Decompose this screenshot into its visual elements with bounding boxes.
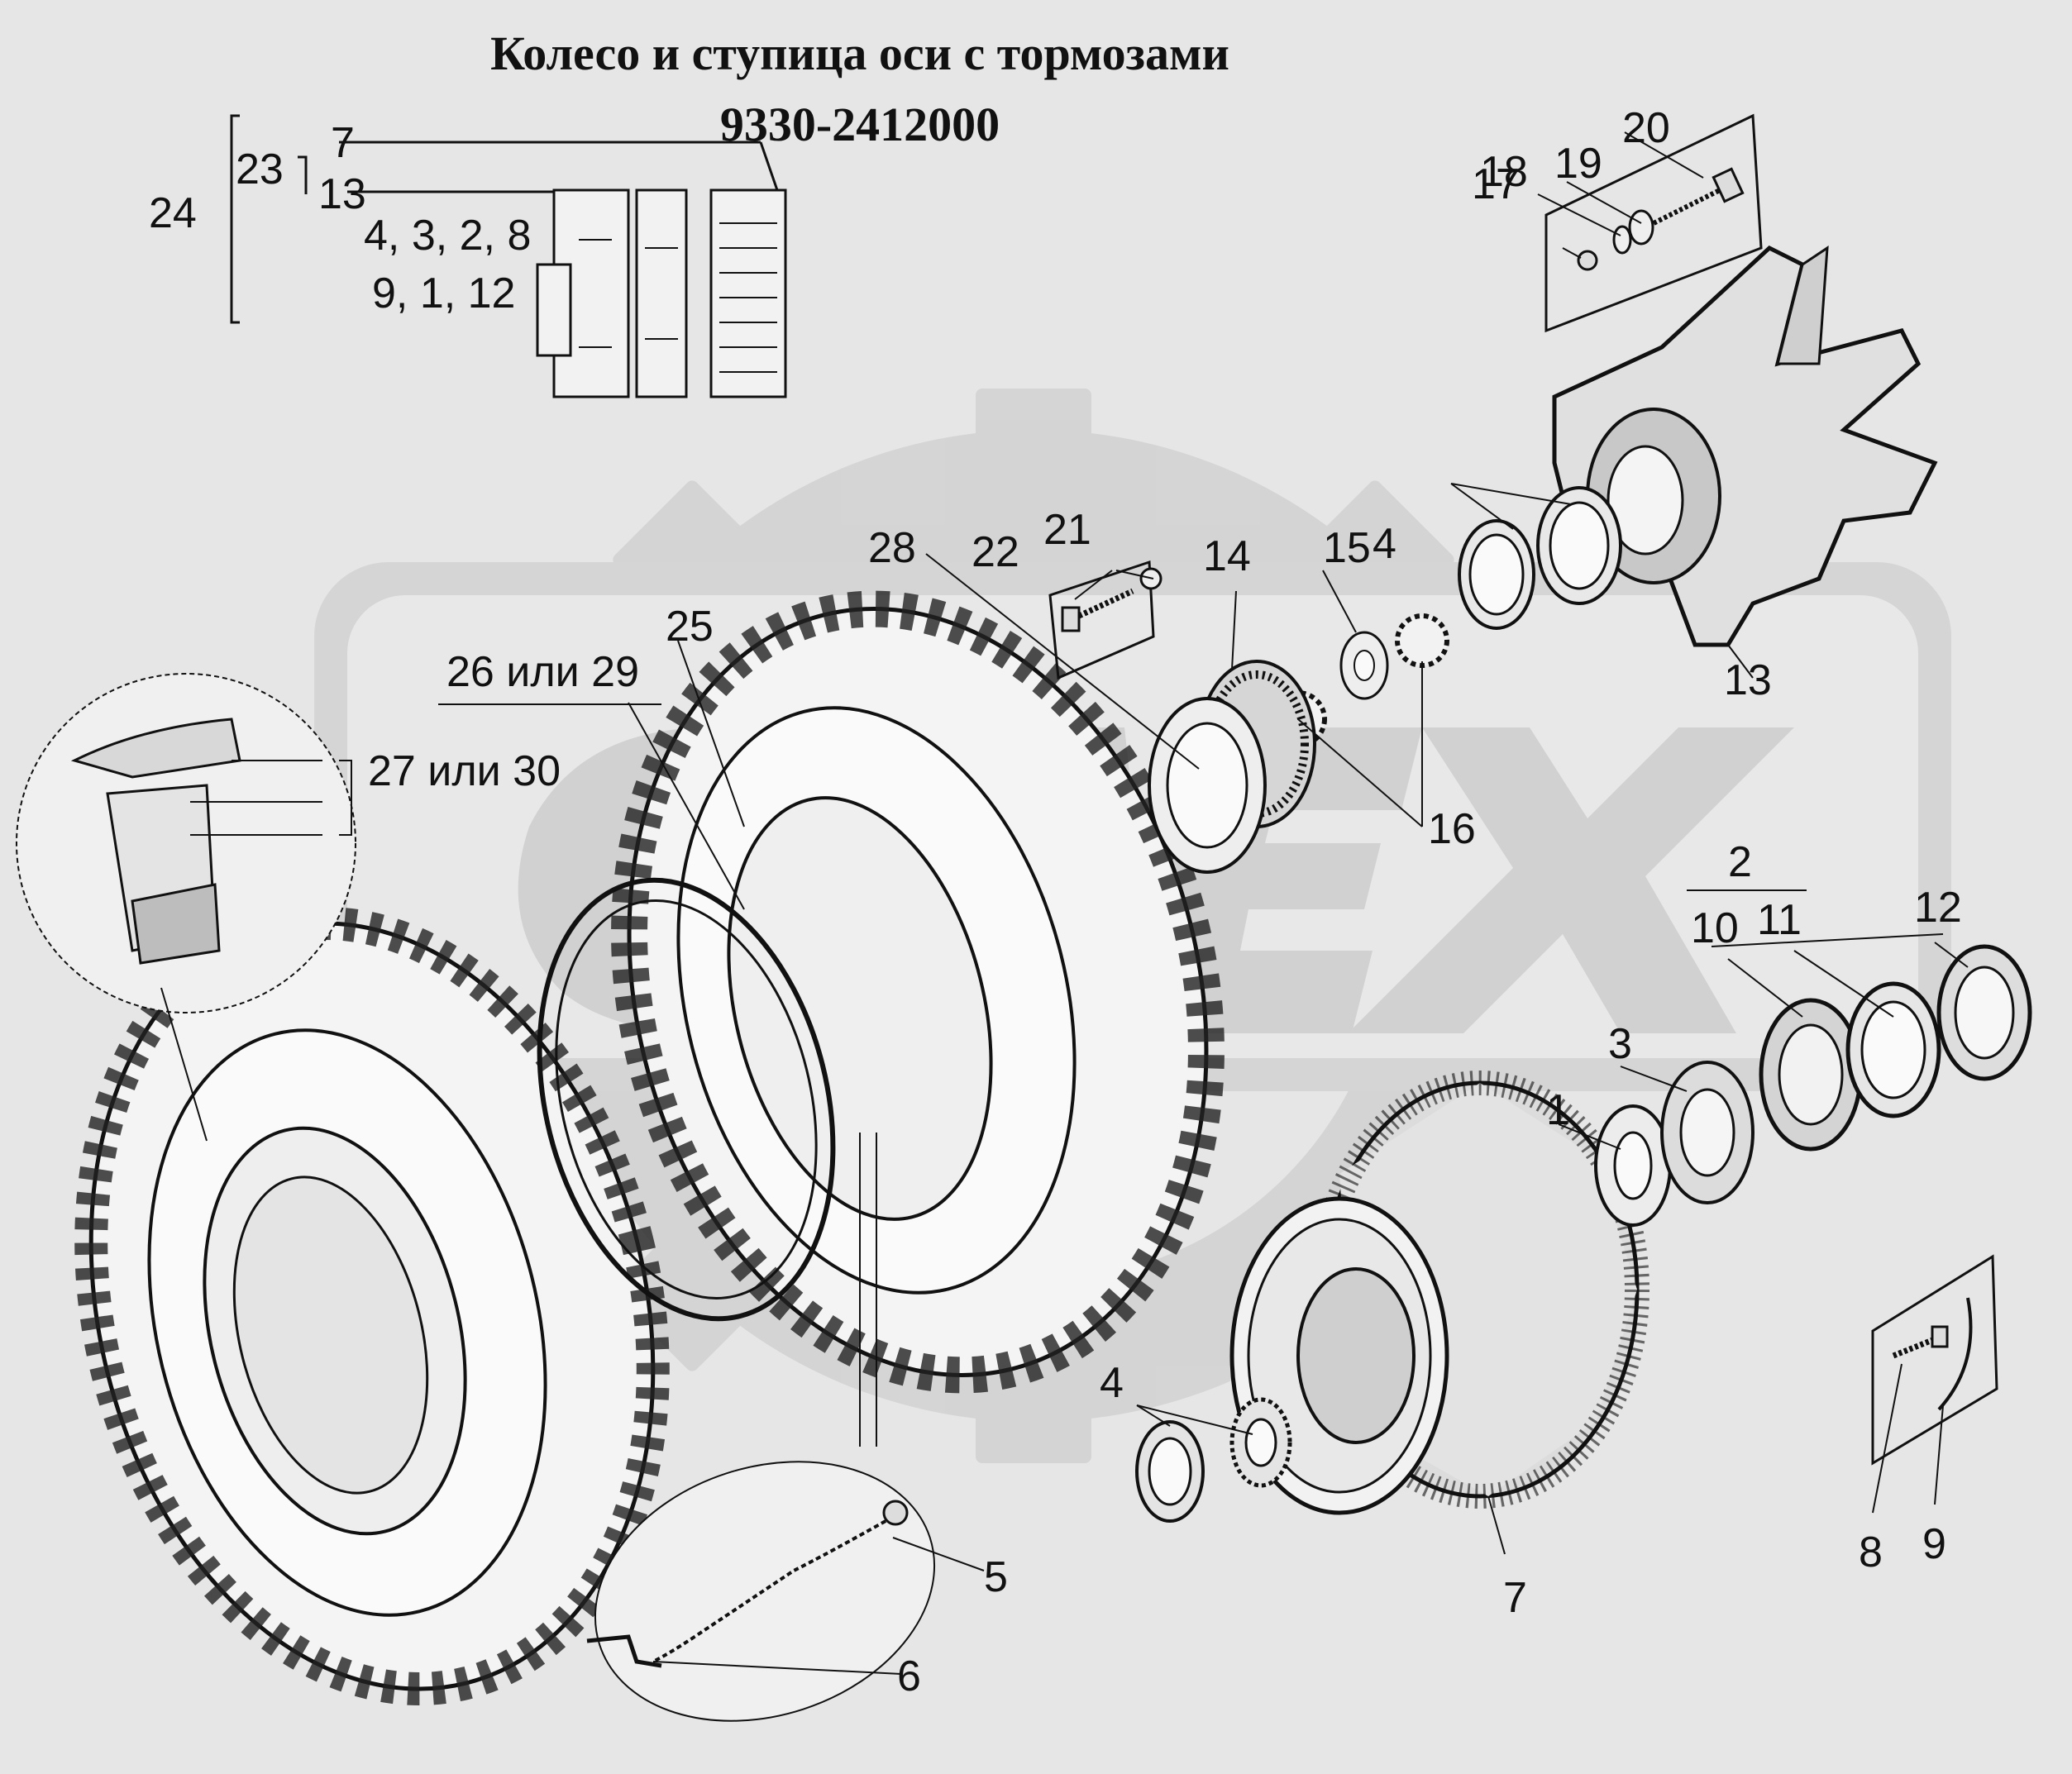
diagram-title: Колесо и ступица оси с тормозами: [490, 26, 1229, 80]
callout-16: 16: [1428, 805, 1476, 853]
kit-legend-text: 24 23 7 13 4, 3, 2, 8 9, 1, 12: [149, 119, 531, 317]
callout-4-top: 4: [1373, 520, 1396, 568]
tire-rear: [611, 590, 1225, 1394]
callout-4-bottom: 4: [1100, 1359, 1124, 1407]
bolt-kit-17-20: [1544, 113, 1763, 333]
callout-1: 1: [1546, 1086, 1570, 1134]
callout-7: 7: [1503, 1574, 1527, 1622]
callout-17: 17: [1472, 160, 1520, 208]
kit-parts-d: 9, 1, 12: [372, 269, 515, 317]
kit-parts-b: 13: [318, 170, 366, 218]
callout-11: 11: [1757, 896, 1802, 944]
callout-26-or-29: 26 или 29: [446, 648, 639, 696]
callout-20: 20: [1622, 104, 1670, 152]
kit-outer-label: 24: [149, 189, 197, 237]
valve-detail: [586, 1133, 936, 1722]
callout-6: 6: [897, 1652, 921, 1700]
callout-27-or-30: 27 или 30: [368, 747, 561, 795]
bolt-kit-8-9: [1871, 1254, 1998, 1466]
callout-21: 21: [1043, 506, 1091, 554]
callout-15: 15: [1323, 524, 1371, 572]
callout-5: 5: [984, 1553, 1008, 1601]
callout-3: 3: [1608, 1020, 1632, 1068]
callout-13: 13: [1724, 656, 1772, 704]
callout-28: 28: [868, 524, 916, 572]
bearing-race-4-top: [1458, 486, 1622, 630]
brake-drum-7: [1229, 1071, 1649, 1515]
diagram-part-number: 9330-2412000: [719, 98, 1000, 151]
callout-8: 8: [1859, 1528, 1883, 1576]
callout-14: 14: [1203, 532, 1251, 580]
callouts: 4 13 17 18 19 20 15 14 16 21 22 28 25 26…: [368, 104, 1962, 1700]
callout-22: 22: [972, 528, 1019, 576]
callout-19: 19: [1554, 140, 1602, 188]
kit-parts-c: 4, 3, 2, 8: [364, 212, 531, 260]
kit-legend: [230, 114, 787, 398]
kit-inner-label: 23: [236, 145, 284, 193]
tire-section-detail: [16, 673, 356, 1142]
callout-18: 18: [1480, 148, 1528, 196]
hub-cap-14-28: [1048, 560, 1316, 874]
leader-lines: [438, 131, 1969, 1675]
bearing-race-4-bottom: [1135, 1397, 1292, 1523]
rim-ring: [537, 877, 836, 1322]
callout-2: 2: [1728, 838, 1752, 886]
tire-front: [74, 907, 670, 1705]
kit-parts-a: 7: [331, 119, 355, 167]
steering-knuckle: [1552, 245, 1938, 647]
callout-9: 9: [1922, 1520, 1946, 1568]
callout-12: 12: [1914, 884, 1962, 932]
callout-10: 10: [1691, 904, 1739, 952]
callout-25: 25: [666, 603, 714, 651]
seals-1-3-10-11-12: [1594, 944, 2032, 1227]
